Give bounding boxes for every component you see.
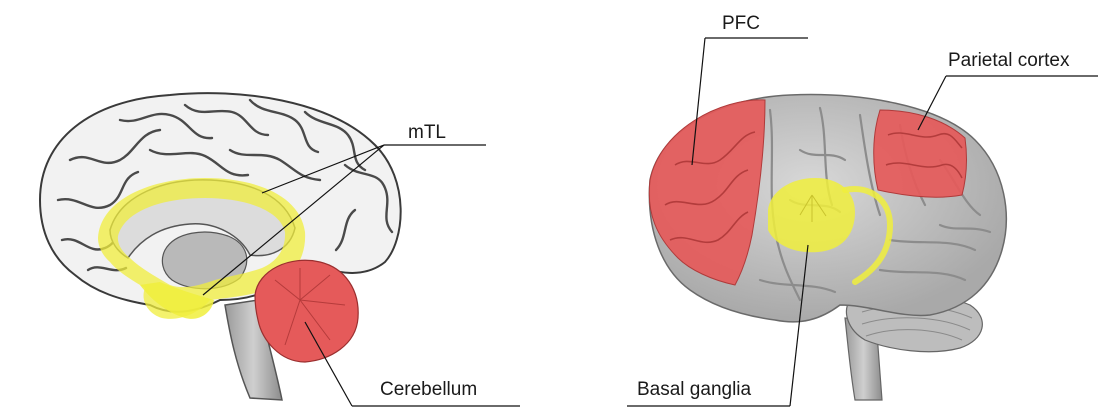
cerebellum-highlight — [255, 260, 358, 362]
label-cerebellum: Cerebellum — [380, 380, 477, 399]
label-mtl: mTL — [408, 123, 446, 142]
label-parietal-cortex: Parietal cortex — [948, 51, 1069, 70]
medial-brain — [40, 93, 401, 400]
lateral-brain — [649, 95, 1006, 400]
label-pfc: PFC — [722, 14, 760, 33]
label-basal-ganglia: Basal ganglia — [637, 380, 751, 399]
